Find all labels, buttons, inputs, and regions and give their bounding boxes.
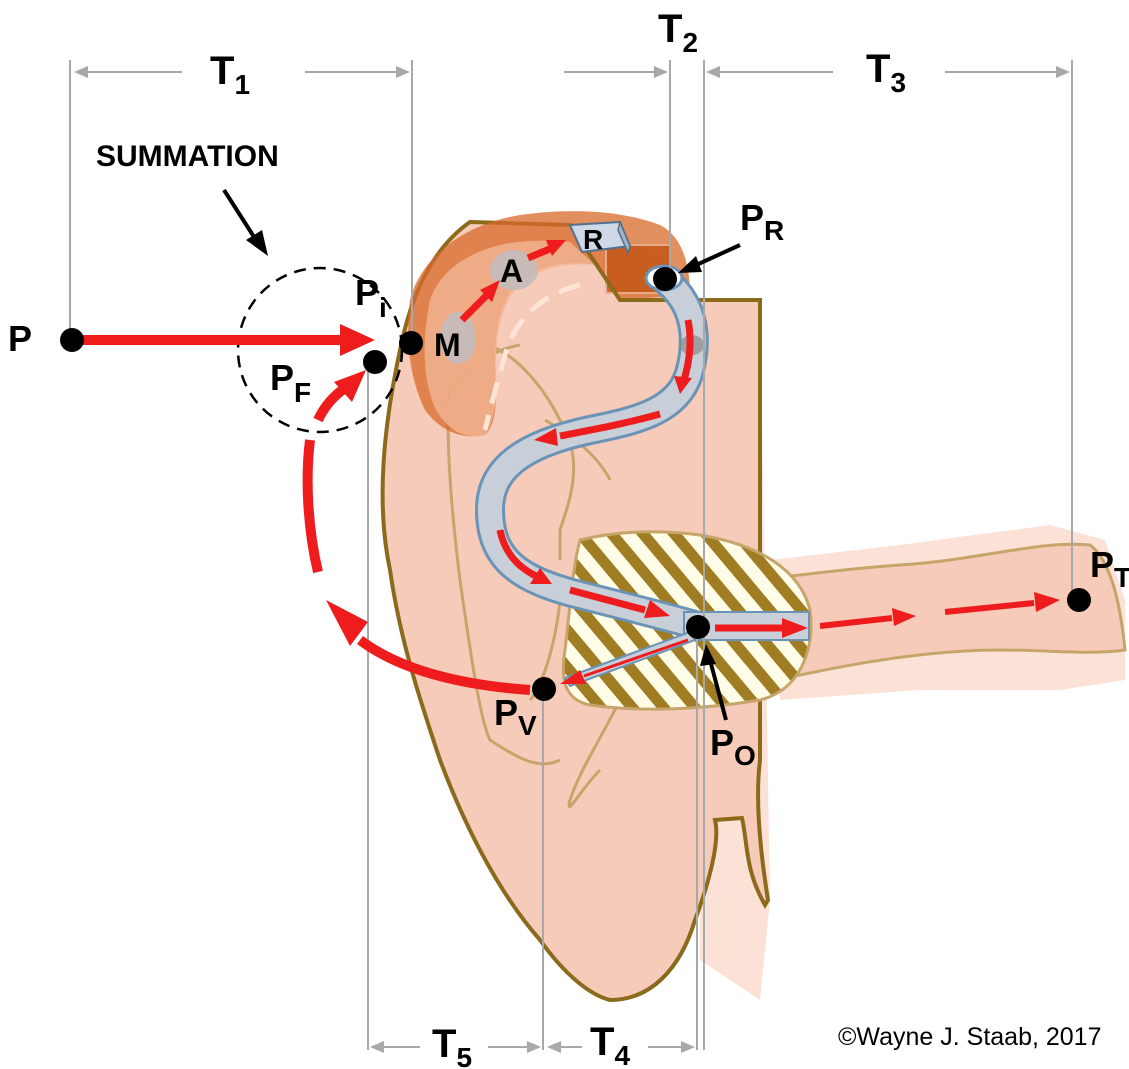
svg-text:T2: T2: [658, 7, 698, 58]
dimension-t4: T4: [547, 1020, 695, 1069]
svg-text:T5: T5: [432, 1022, 472, 1069]
t3-subscript: 3: [890, 67, 906, 98]
point-pi: [399, 331, 423, 355]
pr-pointer-arrow: [678, 245, 740, 273]
summation-pointer-arrow: [224, 190, 268, 256]
svg-text:T4: T4: [590, 1020, 630, 1069]
label-pf: PF: [270, 357, 311, 408]
label-amplifier: A: [500, 253, 523, 289]
label-p: P: [8, 318, 32, 359]
point-po: [686, 615, 710, 639]
label-pr: PR: [740, 197, 784, 246]
t3-label: T: [866, 47, 890, 91]
point-pr: [653, 267, 677, 291]
point-pf: [363, 350, 387, 374]
point-p: [60, 328, 84, 352]
dimension-t1: T1: [74, 49, 410, 100]
t1-subscript: 1: [234, 69, 250, 100]
summation-label: SUMMATION: [96, 140, 279, 173]
label-receiver: R: [583, 224, 603, 255]
label-pi: Pi: [355, 272, 387, 323]
t4-label: T: [590, 1020, 614, 1064]
t5-label: T: [432, 1022, 456, 1066]
t4-subscript: 4: [614, 1040, 630, 1069]
dimension-t2: T2: [564, 7, 698, 78]
svg-text:T3: T3: [866, 47, 906, 98]
dimension-t3: T3: [706, 47, 1070, 98]
svg-text:T1: T1: [210, 49, 250, 100]
t1-label: T: [210, 49, 234, 93]
label-microphone: M: [434, 327, 461, 363]
point-pv: [532, 677, 556, 701]
t5-subscript: 5: [456, 1042, 472, 1069]
t2-subscript: 2: [682, 27, 698, 58]
dimension-t5: T5: [370, 1022, 541, 1069]
copyright-text: ©Wayne J. Staab, 2017: [838, 1023, 1101, 1051]
t2-label: T: [658, 7, 682, 51]
point-pt: [1067, 588, 1091, 612]
